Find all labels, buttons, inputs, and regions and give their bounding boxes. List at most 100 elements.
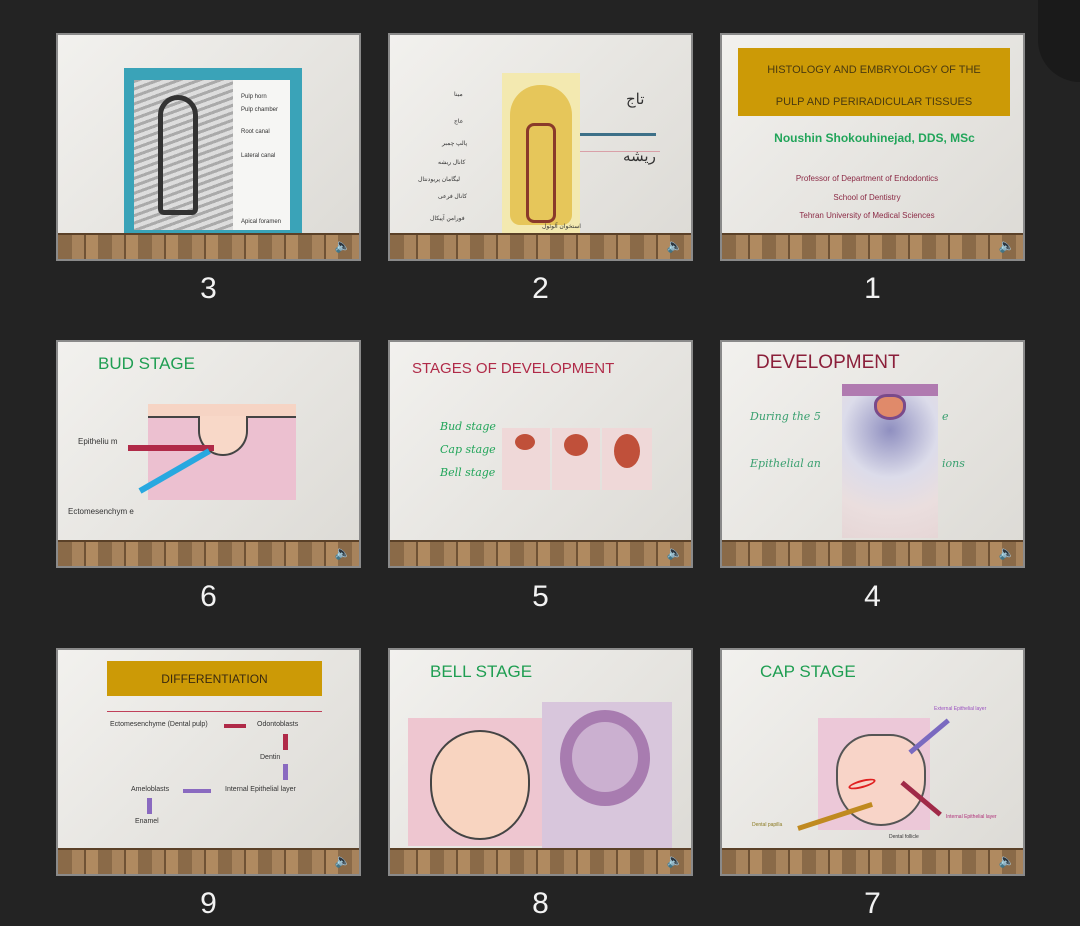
slide-thumbnail-9[interactable]: DIFFERENTIATION Ectomesenchyme (Dental p… <box>56 648 361 876</box>
label-crown: تاج <box>626 91 645 108</box>
arrow <box>128 445 214 451</box>
slide-number: 1 <box>864 272 881 305</box>
wood-floor <box>58 540 359 566</box>
affiliation: School of Dentistry <box>833 193 901 202</box>
speaker-icon[interactable]: 🔈 <box>334 853 351 868</box>
slide-title: STAGES OF DEVELOPMENT <box>412 360 615 377</box>
node-internal-epithelial-layer: Internal Epithelial layer <box>225 786 296 793</box>
wood-floor <box>390 848 691 874</box>
bell-shape <box>614 434 640 468</box>
slide-thumbnail-6[interactable]: BUD STAGE Epitheliu m Ectomesenchym e 🔈 <box>56 340 361 568</box>
slide-title: CAP STAGE <box>760 662 856 681</box>
label-lateral-canal: Lateral canal <box>241 153 276 159</box>
divider-line <box>580 133 656 136</box>
bell-shape <box>430 730 530 840</box>
tooth-outline <box>158 95 198 215</box>
wood-floor <box>58 233 359 259</box>
wood-floor <box>722 848 1023 874</box>
affiliation: Tehran University of Medical Sciences <box>799 211 935 220</box>
slide-thumbnail-7[interactable]: CAP STAGE External Epithelial layer Inte… <box>720 648 1025 876</box>
label-root-canal: کانال ریشه <box>438 160 466 166</box>
label-pulp-chamber: پالپ چمبر <box>442 141 468 147</box>
slide-number: 9 <box>200 887 217 920</box>
node-ectomesenchyme: Ectomesenchyme (Dental pulp) <box>110 721 208 728</box>
label-ectomesenchyme: Ectomesenchym e <box>68 507 134 516</box>
slide-thumbnail-4[interactable]: DEVELOPMENT During the 5 e Epithelial an… <box>720 340 1025 568</box>
wood-floor <box>722 233 1023 259</box>
label-apical-foramen: Apical foramen <box>241 219 282 225</box>
node-ameloblasts: Ameloblasts <box>131 786 170 793</box>
label-accessory-canal: کانال فرعی <box>438 194 467 200</box>
slide-thumbnail-5[interactable]: STAGES OF DEVELOPMENT Bud stage Cap stag… <box>388 340 693 568</box>
slide-number: 7 <box>864 887 881 920</box>
corner-decoration <box>1038 0 1080 82</box>
arrow-down <box>283 734 288 750</box>
label-root: ریشه <box>623 148 656 165</box>
speaker-icon[interactable]: 🔈 <box>666 853 683 868</box>
slide-thumbnail-1[interactable]: HISTOLOGY AND EMBRYOLOGY OF THE PULP AND… <box>720 33 1025 261</box>
slide-title: BUD STAGE <box>98 354 195 373</box>
body-text: e <box>942 410 949 423</box>
label-external-epithelial-layer: External Epithelial layer <box>934 706 987 712</box>
speaker-icon[interactable]: 🔈 <box>998 545 1015 560</box>
tooth-bud <box>874 394 906 420</box>
label-pulp-horn: Pulp horn <box>241 94 267 100</box>
slide-number: 6 <box>200 580 217 613</box>
bud-shape <box>515 434 535 450</box>
arrow-down <box>283 764 288 780</box>
pulp-outline <box>526 123 556 223</box>
affiliation: Professor of Department of Endodontics <box>795 174 939 183</box>
node-enamel: Enamel <box>135 818 159 825</box>
divider-line <box>107 711 322 712</box>
label-apical-foramen: فورامن آپیکال <box>430 216 465 222</box>
wood-floor <box>58 848 359 874</box>
arrow-left <box>183 789 211 793</box>
tooth-body <box>510 85 572 225</box>
label-dental-follicle: Dental follicle <box>889 834 919 840</box>
divider-line <box>580 151 660 152</box>
stage-item: Bell stage <box>440 466 496 479</box>
speaker-icon[interactable]: 🔈 <box>334 238 351 253</box>
node-dentin: Dentin <box>260 754 281 761</box>
stage-item: Cap stage <box>440 443 496 456</box>
wood-floor <box>390 233 691 259</box>
slide-thumbnail-3[interactable]: Pulp horn Pulp chamber Root canal Latera… <box>56 33 361 261</box>
slide-title: BELL STAGE <box>430 662 533 681</box>
label-dentin: عاج <box>454 119 464 125</box>
label-alveolar-bone: استخوان آلوئول <box>542 224 581 230</box>
slide-number: 2 <box>532 272 549 305</box>
body-text: ions <box>942 457 965 470</box>
arrow-down <box>147 798 152 814</box>
title-banner <box>107 661 322 696</box>
speaker-icon[interactable]: 🔈 <box>334 545 351 560</box>
title-line-1: HISTOLOGY AND EMBRYOLOGY OF THE <box>767 64 981 76</box>
slide-title: DIFFERENTIATION <box>161 672 268 686</box>
speaker-icon[interactable]: 🔈 <box>666 238 683 253</box>
label-panel <box>233 80 290 230</box>
author: Noushin Shokouhinejad, DDS, MSc <box>774 131 975 145</box>
slide-number: 3 <box>200 272 217 305</box>
slide-number: 5 <box>532 580 549 613</box>
slide-number: 4 <box>864 580 881 613</box>
slide-thumbnail-2[interactable]: تاج ریشه مینا عاج پالپ چمبر کانال ریشه ل… <box>388 33 693 261</box>
speaker-icon[interactable]: 🔈 <box>998 853 1015 868</box>
label-pdl: لیگامان پریودنتال <box>418 177 460 183</box>
node-odontoblasts: Odontoblasts <box>257 721 299 728</box>
cap-shape <box>564 434 588 456</box>
bell-tissue-inner <box>572 722 638 792</box>
slide-title: DEVELOPMENT <box>756 352 900 373</box>
arrow-right <box>224 724 246 728</box>
label-enamel: مینا <box>454 92 463 98</box>
label-pulp-chamber: Pulp chamber <box>241 107 279 113</box>
stage-item: Bud stage <box>440 420 496 433</box>
label-root-canal: Root canal <box>241 129 270 135</box>
label-internal-epithelial-layer: Internal Epithelial layer <box>946 814 997 820</box>
title-line-2: PULP AND PERIRADICULAR TISSUES <box>775 96 973 108</box>
slide-thumbnail-8[interactable]: BELL STAGE 🔈 <box>388 648 693 876</box>
speaker-icon[interactable]: 🔈 <box>666 545 683 560</box>
label-epithelium: Epitheliu m <box>78 437 118 446</box>
wood-floor <box>722 540 1023 566</box>
speaker-icon[interactable]: 🔈 <box>998 238 1015 253</box>
slide-number: 8 <box>532 887 549 920</box>
title-banner <box>738 48 1010 116</box>
